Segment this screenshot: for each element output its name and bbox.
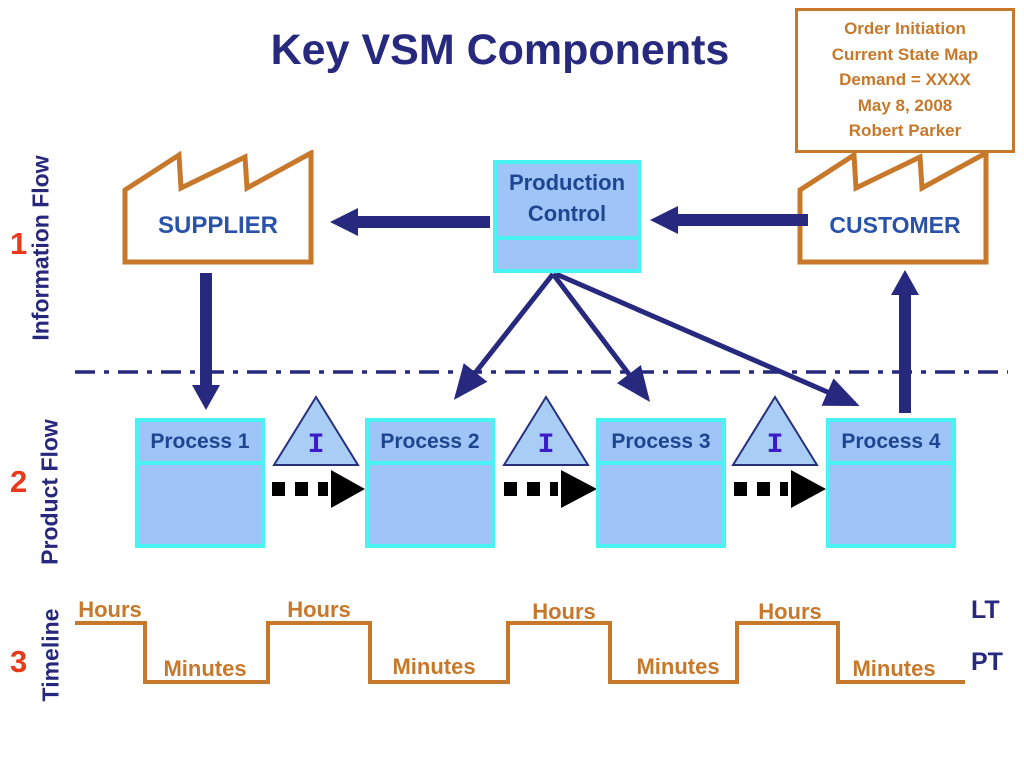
production-control-label: Production Control xyxy=(508,170,626,226)
info-line-author: Robert Parker xyxy=(848,121,962,140)
process2-to-process3-push-arrowhead xyxy=(561,470,597,508)
process-2-label: Process 2 xyxy=(369,422,491,465)
supplier-to-process1-arrow-shaft xyxy=(200,273,212,386)
process-3-label: Process 3 xyxy=(600,422,722,465)
section-number-1: 1 xyxy=(10,226,28,261)
inventory-symbol-2: I xyxy=(537,430,555,461)
process-1-box: Process 1 xyxy=(135,418,265,548)
info-line-demand: Demand = XXXX xyxy=(839,70,971,89)
section-number-3: 3 xyxy=(10,644,28,679)
page-title: Key VSM Components xyxy=(270,26,730,74)
process4-to-customer-arrow-head xyxy=(891,270,919,295)
timeline-minutes-label-2: Minutes xyxy=(392,654,476,679)
supplier-factory-icon xyxy=(122,150,314,265)
inventory-triangle-icon xyxy=(731,395,819,466)
control-to-supplier-arrow-head xyxy=(330,208,358,236)
section-label-timeline: Timeline xyxy=(37,608,64,702)
process-2-box: Process 2 xyxy=(365,418,495,548)
inventory-symbol-1: I xyxy=(307,430,325,461)
production-control-box: Production Control xyxy=(493,160,641,273)
process4-to-customer-arrow-shaft xyxy=(899,294,911,413)
customer-label: CUSTOMER xyxy=(829,212,961,238)
info-line-order-initiation: Order Initiation xyxy=(844,19,966,38)
timeline-hours-label-2: Hours xyxy=(287,597,351,622)
process-1-label: Process 1 xyxy=(139,422,261,465)
supplier-to-process1-arrow-head xyxy=(192,385,220,410)
section-label-product-flow: Product Flow xyxy=(36,419,63,565)
customer-to-control-arrow-shaft xyxy=(676,214,808,226)
timeline-hours-label-4: Hours xyxy=(758,599,822,624)
inventory-symbol-3: I xyxy=(766,430,784,461)
section-number-2: 2 xyxy=(10,464,28,499)
customer-factory-icon xyxy=(797,150,989,265)
order-initiation-box: Order Initiation Current State Map Deman… xyxy=(795,8,1015,153)
info-line-current-state-map: Current State Map xyxy=(831,44,979,64)
process-time-label: PT xyxy=(971,648,1003,676)
control-to-supplier-arrow-shaft xyxy=(356,216,490,228)
timeline-hours-label-1: Hours xyxy=(78,597,142,622)
inventory-triangle-icon xyxy=(272,395,360,466)
info-line-date: May 8, 2008 xyxy=(857,95,953,115)
control-to-process4-arrow xyxy=(555,271,860,407)
process3-to-process4-push-arrowhead xyxy=(791,470,826,508)
timeline-hours-label-3: Hours xyxy=(532,599,596,624)
timeline-minutes-label-4: Minutes xyxy=(852,656,936,681)
control-to-process2-arrow xyxy=(453,272,555,400)
timeline-minutes-label-1: Minutes xyxy=(163,656,247,681)
lead-time-label: LT xyxy=(971,596,1000,624)
control-to-process3-arrow xyxy=(551,272,651,402)
timeline-minutes-label-3: Minutes xyxy=(636,654,720,679)
process-4-label: Process 4 xyxy=(830,422,952,465)
production-control-divider xyxy=(497,236,637,240)
process-4-box: Process 4 xyxy=(826,418,956,548)
inventory-triangle-icon xyxy=(502,395,590,466)
supplier-label: SUPPLIER xyxy=(157,212,279,239)
process1-to-process2-push-arrowhead xyxy=(331,470,365,508)
section-label-information-flow: Information Flow xyxy=(27,155,54,341)
process-3-box: Process 3 xyxy=(596,418,726,548)
customer-to-control-arrow-head xyxy=(650,206,678,234)
